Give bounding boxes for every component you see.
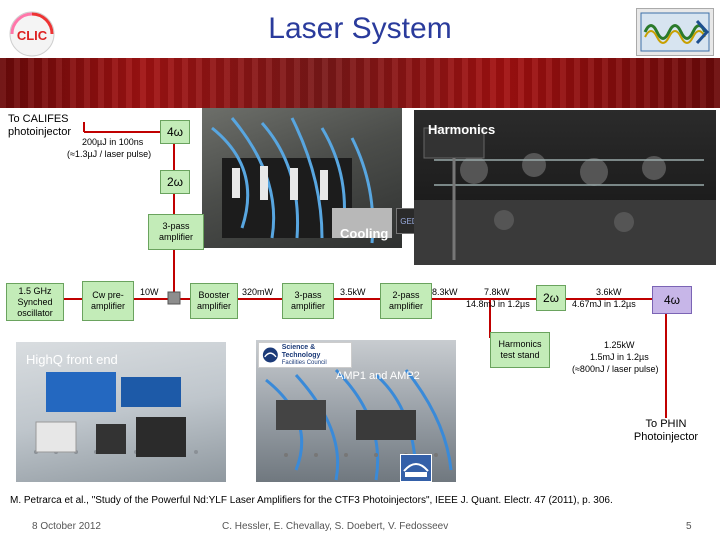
energy-148-label: 14.8mJ in 1.2µs [466,299,530,309]
highq-photo [16,342,226,482]
footer-date: 8 October 2012 [32,521,101,532]
footer-authors: C. Hessler, E. Chevallay, S. Doebert, V.… [222,521,449,532]
energy-800-label: (≈800nJ / laser pulse) [572,364,659,374]
highq-label: HighQ front end [26,352,118,367]
booster-box: Booster amplifier [190,283,238,319]
clic-logo: CLIC [8,10,56,58]
three-pass-main-box: 3-pass amplifier [282,283,334,319]
pulse-13-label: (≈1.3µJ / laser pulse) [67,149,152,159]
power-78kw-label: 7.8kW [484,287,510,297]
header-banner [0,58,720,108]
energy-467-label: 4.67mJ in 1.2µs [572,299,636,309]
cooling-photo [202,108,402,248]
power-36kw-label: 3.6kW [596,287,622,297]
power-83kw-label: 8.3kW [432,287,458,297]
amp-label: AMP1 and AMP2 [336,370,420,382]
harmonics-stand-box: Harmonics test stand [490,332,550,368]
stfc-line1: Science & Technology [281,343,321,359]
three-pass-top-box: 3-pass amplifier [148,214,204,250]
power-10w-label: 10W [140,287,159,297]
svg-text:CLIC: CLIC [17,28,48,43]
cooling-label: Cooling [340,226,389,241]
energy-15-label: 1.5mJ in 1.2µs [590,352,649,362]
cw-preamp-box: Cw pre-amplifier [82,281,134,321]
reference-text: M. Petrarca et al., "Study of the Powerf… [10,495,613,506]
four-omega-top-box: 4ω [160,120,190,144]
phin-logo [636,8,714,56]
power-320mw-label: 320mW [242,287,274,297]
harmonics-label: Harmonics [428,122,496,137]
pals-logo [400,454,432,482]
harmonics-photo [414,110,716,265]
two-omega-right-box: 2ω [536,285,566,311]
two-omega-left-box: 2ω [160,170,190,194]
power-125kw-label: 1.25kW [604,340,635,350]
stfc-line2: Facilities Council [281,359,327,366]
four-omega-right-box: 4ω [652,286,692,314]
header-banner-texture [0,58,720,108]
to-califes-label: To CALIFES photoinjector [8,113,71,138]
power-35kw-label: 3.5kW [340,287,366,297]
stfc-logo: Science & Technology Facilities Council [258,342,352,368]
pulse-200-label: 200µJ in 100ns [82,137,144,147]
page-title: Laser System [268,12,452,45]
footer-page-number: 5 [686,521,692,532]
two-pass-box: 2-pass amplifier [380,283,432,319]
to-phin-label: To PHIN Photoinjector [633,418,699,443]
oscillator-box: 1.5 GHz Synched oscillator [6,283,64,321]
